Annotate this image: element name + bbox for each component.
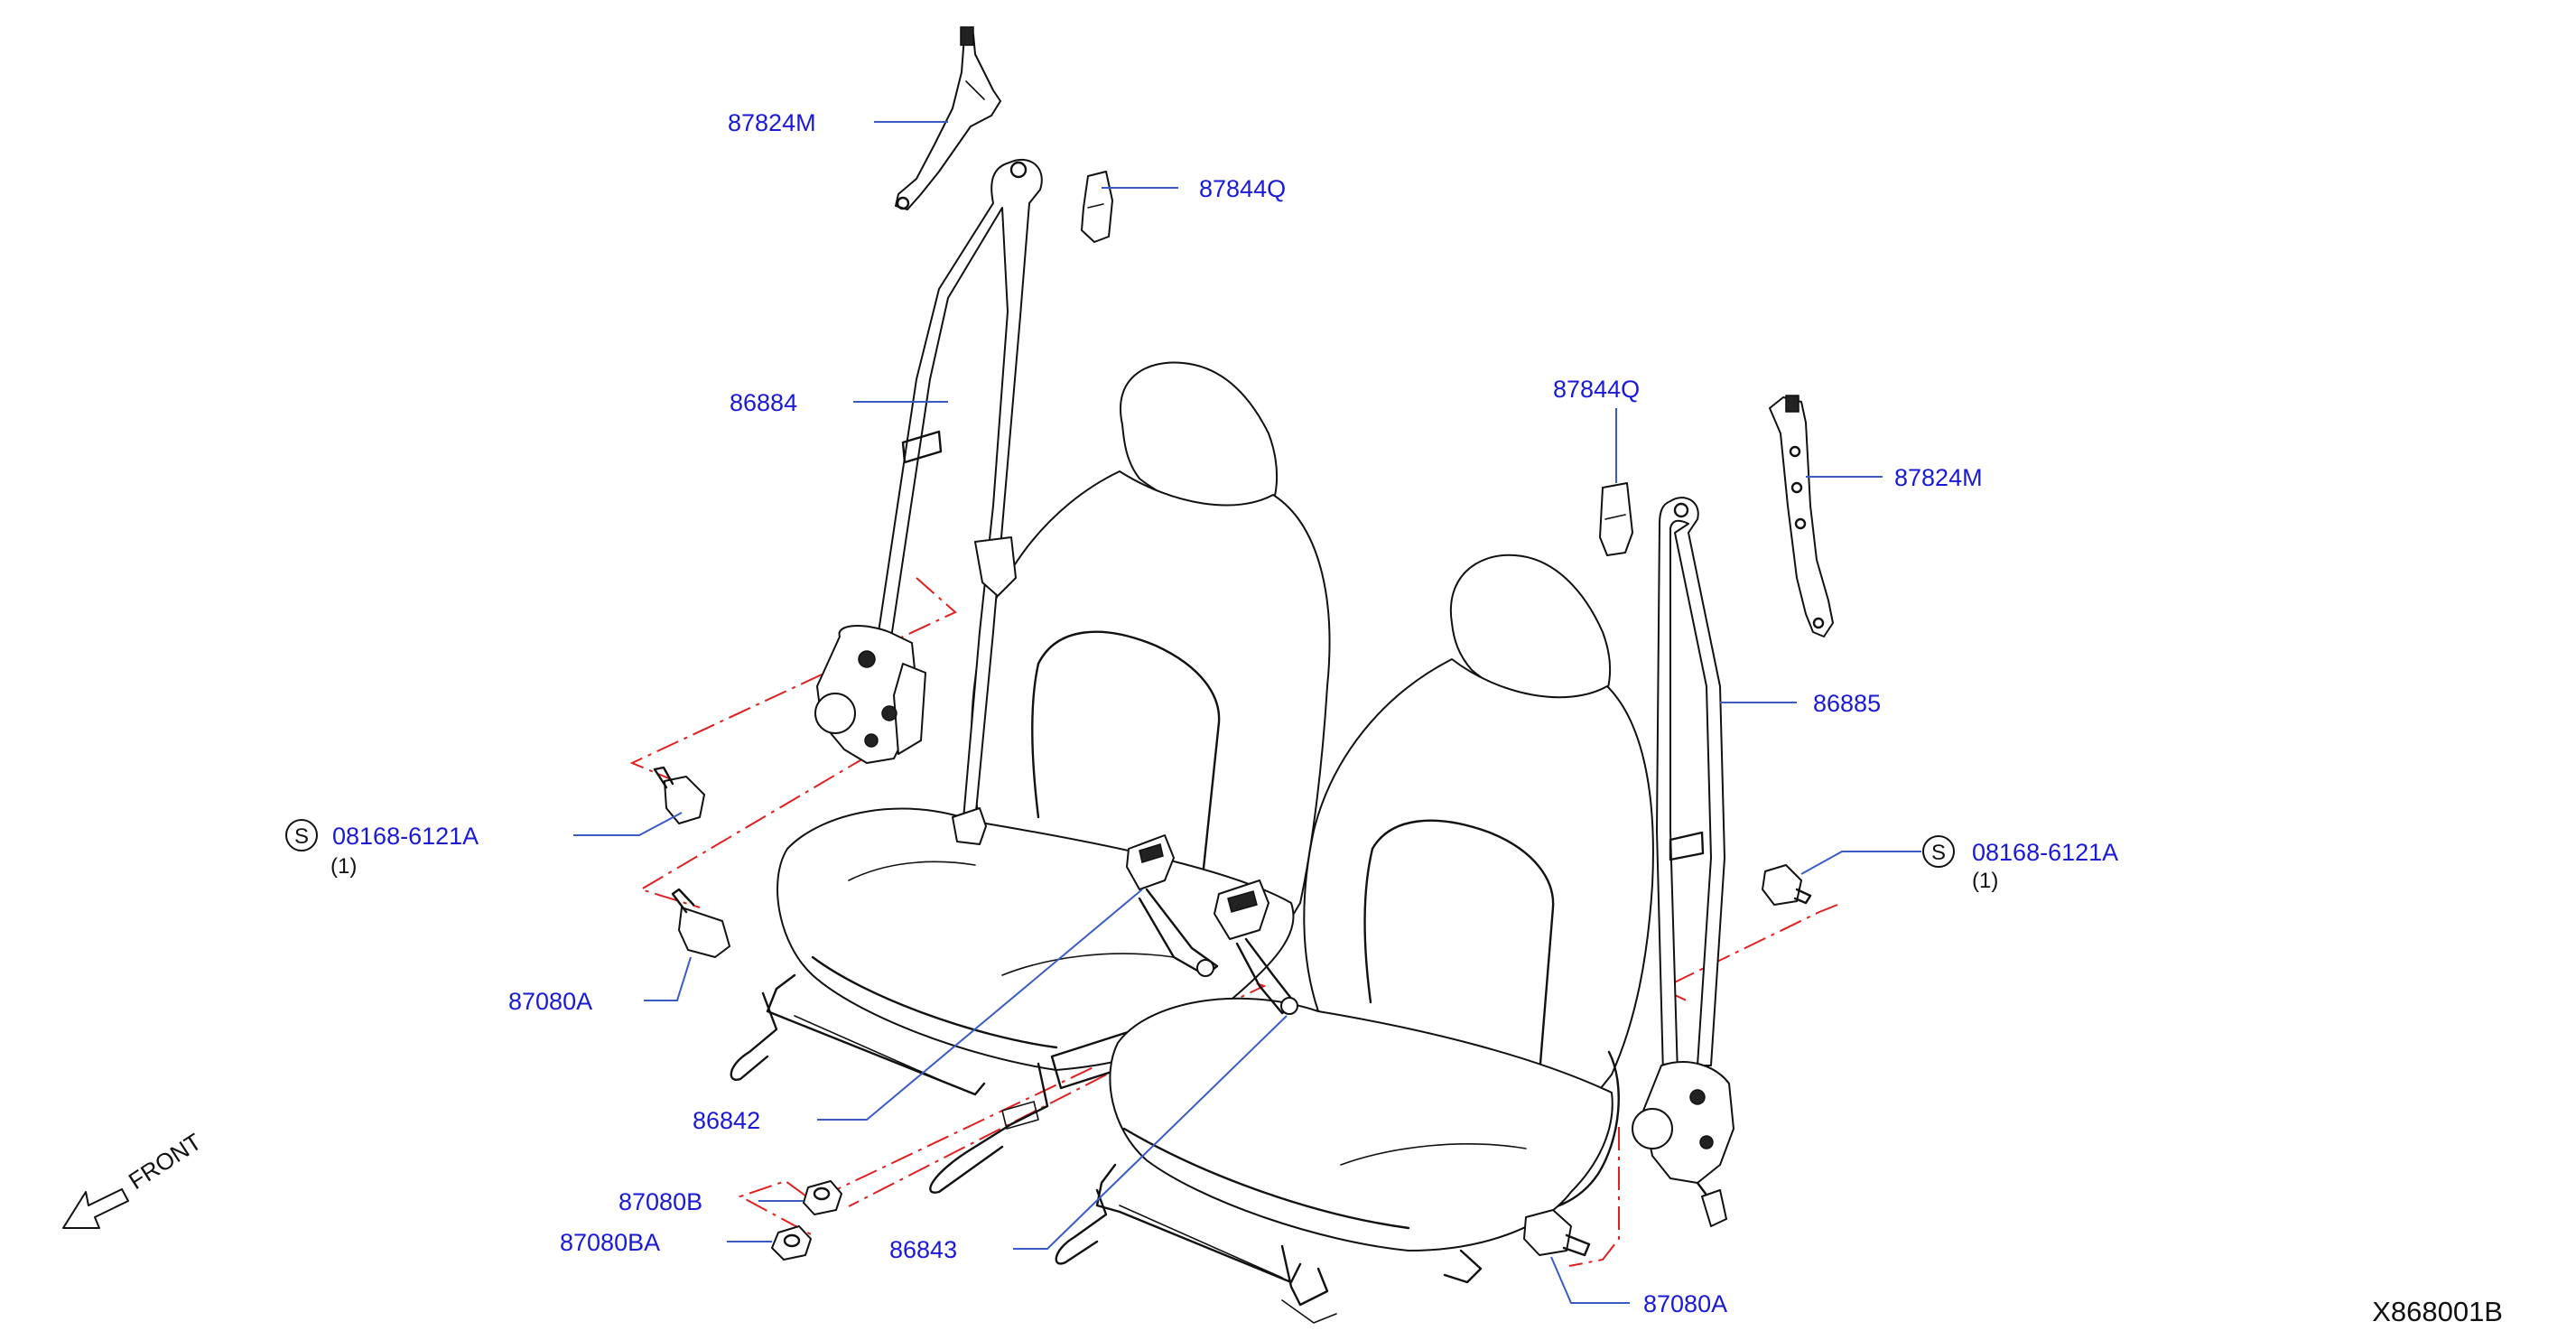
label-87080a-right[interactable]: 87080A bbox=[1643, 1290, 1727, 1317]
label-86843[interactable]: 86843 bbox=[889, 1236, 957, 1263]
label-86885[interactable]: 86885 bbox=[1813, 690, 1881, 717]
diagram-id: X868001B bbox=[2372, 1296, 2503, 1327]
s-symbol-left: S bbox=[285, 819, 318, 851]
front-arrow-icon bbox=[62, 1188, 129, 1229]
fasteners bbox=[653, 766, 1812, 1261]
part-labels: 87824M 87844Q 86884 87844Q 87824M 86885 … bbox=[330, 109, 2118, 1317]
s-symbol-letter: S bbox=[1931, 841, 1946, 865]
label-bolt-left[interactable]: 08168-6121A bbox=[332, 823, 479, 850]
label-bolt-right-qty: (1) bbox=[1972, 869, 1998, 893]
s-symbol-circle-icon bbox=[1922, 835, 1955, 868]
leader-lines bbox=[573, 121, 1921, 1304]
label-87844q-left[interactable]: 87844Q bbox=[1199, 175, 1286, 202]
s-symbol-letter: S bbox=[294, 824, 309, 849]
label-87080a-left[interactable]: 87080A bbox=[508, 988, 592, 1015]
front-direction-indicator: FRONT bbox=[62, 1128, 207, 1229]
label-bolt-right[interactable]: 08168-6121A bbox=[1972, 839, 2118, 866]
label-86842[interactable]: 86842 bbox=[693, 1107, 760, 1134]
label-86884[interactable]: 86884 bbox=[730, 389, 797, 416]
label-87824m-left[interactable]: 87824M bbox=[728, 109, 816, 136]
right-seat-belt-assembly bbox=[1214, 395, 1834, 1227]
label-87080ba[interactable]: 87080BA bbox=[560, 1229, 660, 1256]
label-bolt-left-qty: (1) bbox=[330, 854, 357, 879]
front-label: FRONT bbox=[124, 1128, 207, 1195]
s-symbol-circle-icon bbox=[285, 819, 318, 851]
label-87844q-right[interactable]: 87844Q bbox=[1553, 376, 1640, 403]
label-87824m-right[interactable]: 87824M bbox=[1894, 464, 1983, 491]
s-symbol-right: S bbox=[1922, 835, 1955, 868]
label-87080b[interactable]: 87080B bbox=[618, 1188, 702, 1215]
right-seat bbox=[1055, 554, 1654, 1324]
